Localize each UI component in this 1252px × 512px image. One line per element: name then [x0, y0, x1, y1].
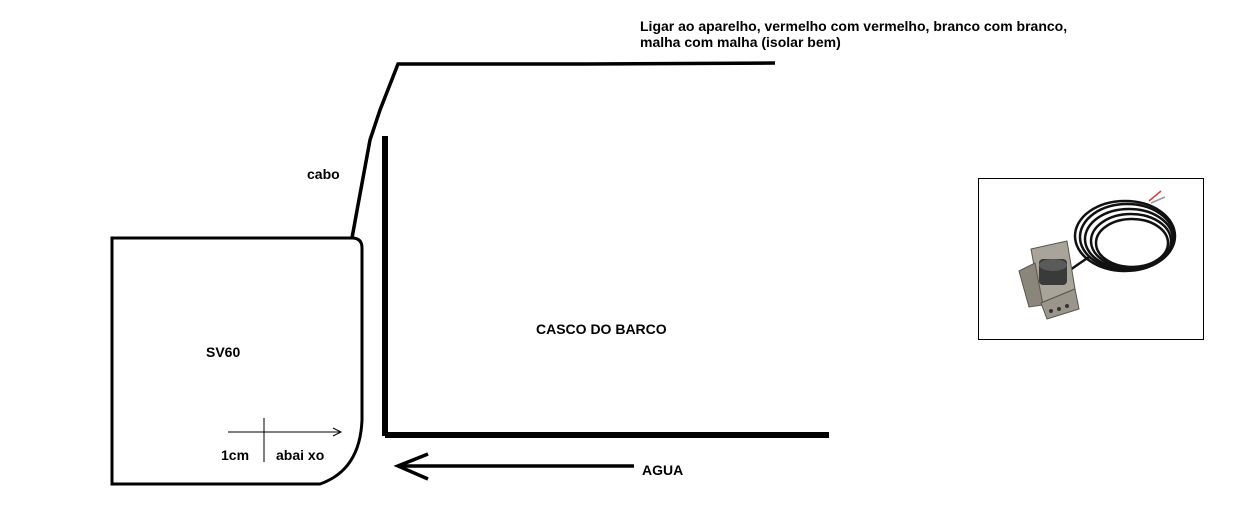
device-label: SV60	[206, 344, 240, 360]
transducer-photo-image	[1018, 190, 1177, 320]
wiring-instruction-note: Ligar ao aparelho, vermelho com vermelho…	[640, 18, 1252, 50]
water-label: AGUA	[642, 462, 683, 478]
offset-arrowhead	[332, 427, 343, 437]
transducer-photo	[978, 178, 1204, 340]
hull-label: CASCO DO BARCO	[536, 321, 667, 337]
cable-line	[350, 61, 776, 239]
cable-label: cabo	[307, 166, 340, 182]
transducer-outline	[110, 236, 364, 486]
wiring-instruction-line-2: malha com malha (isolar bem)	[640, 34, 841, 50]
offset-direction-label: abai xo	[276, 447, 324, 463]
offset-value-label: 1cm	[221, 447, 249, 463]
water-arrow-head	[393, 452, 429, 481]
wiring-instruction-line-1: Ligar ao aparelho, vermelho com vermelho…	[640, 18, 1068, 34]
